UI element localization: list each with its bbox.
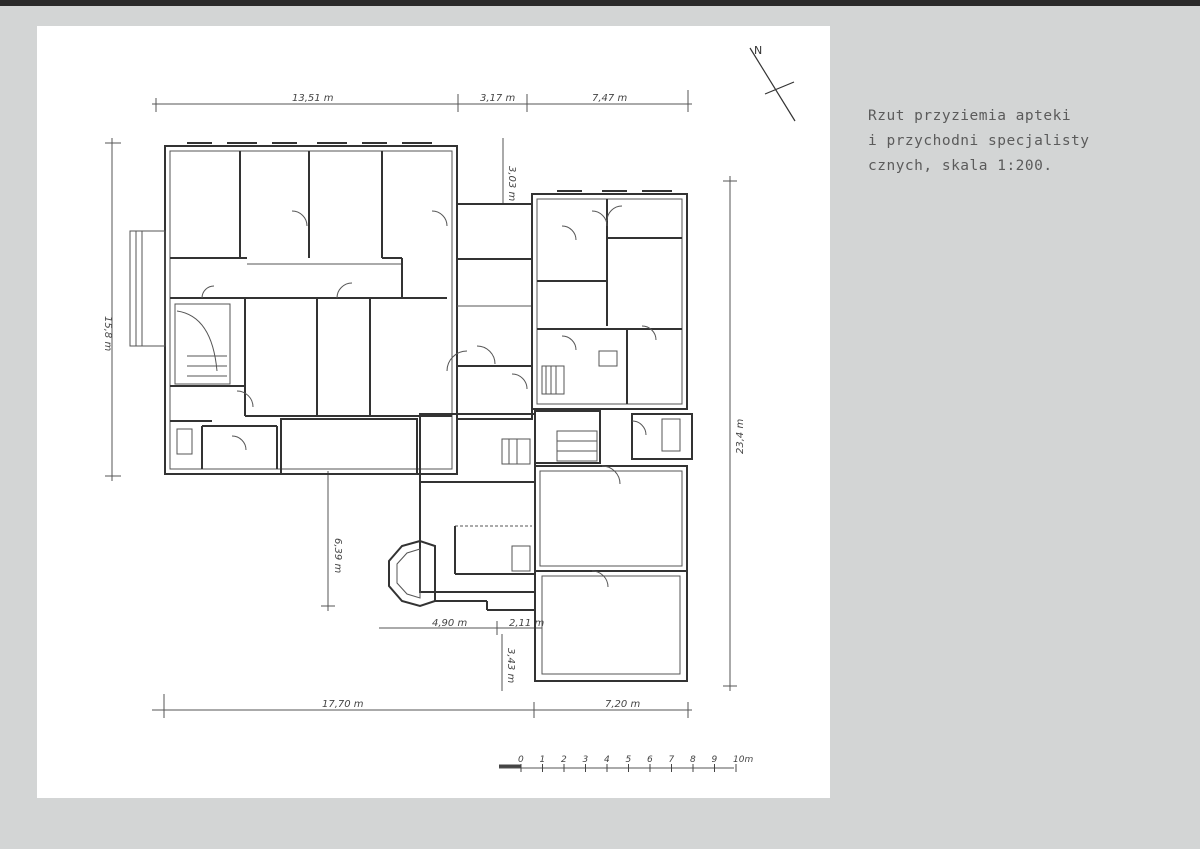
dim-720: 7,20 m bbox=[605, 699, 640, 710]
dim-left: 15,8 m bbox=[102, 316, 113, 351]
scale-tick-label: 2 bbox=[561, 755, 567, 765]
left-dimension-line: 15,8 m bbox=[102, 138, 121, 481]
scale-tick-label: 5 bbox=[626, 755, 632, 765]
dim-639: 6,39 m bbox=[332, 538, 343, 573]
scale-tick-label: 7 bbox=[669, 755, 675, 765]
dim-490-line: 4,90 m 2,11 m bbox=[379, 618, 544, 635]
floor-plan-drawing: N 13,51 m 3,17 m 7,47 m 15,8 m 23,4 m 3,… bbox=[102, 44, 796, 772]
scale-tick-label: 8 bbox=[690, 755, 696, 765]
drawing-sheet: N 13,51 m 3,17 m 7,47 m 15,8 m 23,4 m 3,… bbox=[37, 26, 830, 798]
scale-tick-label: 6 bbox=[647, 755, 653, 765]
dim-211: 2,11 m bbox=[509, 618, 544, 629]
dim-1770: 17,70 m bbox=[322, 699, 364, 710]
dim-top-c: 7,47 m bbox=[592, 93, 627, 104]
scale-bar bbox=[499, 764, 734, 769]
building-walls bbox=[129, 142, 693, 682]
scale-tick-label: 4 bbox=[604, 755, 610, 765]
dim-303: 3,03 m bbox=[506, 166, 517, 201]
top-edge-bar bbox=[0, 0, 1200, 6]
scale-tick-label: 10m bbox=[733, 755, 753, 765]
scale-tick-label: 9 bbox=[712, 755, 718, 765]
caption-line-3: cznych, skala 1:200. bbox=[868, 158, 1053, 174]
dim-343-line: 3,43 m bbox=[501, 634, 516, 691]
dim-303-line: 3,03 m bbox=[502, 138, 517, 204]
dim-639-line: 6,39 m bbox=[321, 471, 343, 611]
right-dimension-line: 23,4 m bbox=[723, 176, 746, 691]
dim-343: 3,43 m bbox=[505, 648, 516, 683]
north-arrow-icon: N bbox=[749, 44, 796, 122]
caption-line-1: Rzut przyziemia apteki bbox=[868, 108, 1072, 124]
drawing-caption: Rzut przyziemia apteki i przychodni spec… bbox=[868, 104, 1168, 179]
scale-bar-ticks: 0 1 2 3 4 5 6 7 8 9 10m bbox=[518, 755, 753, 772]
dim-top-a: 13,51 m bbox=[292, 93, 334, 104]
top-dimension-line: 13,51 m 3,17 m 7,47 m bbox=[152, 90, 692, 112]
dim-right: 23,4 m bbox=[735, 419, 746, 454]
bottom-dimension-line: 17,70 m 7,20 m bbox=[152, 694, 692, 718]
north-label: N bbox=[754, 44, 762, 57]
scale-tick-label: 1 bbox=[540, 755, 546, 765]
dim-top-b: 3,17 m bbox=[480, 93, 515, 104]
dim-490: 4,90 m bbox=[432, 618, 467, 629]
scale-tick-label: 0 bbox=[518, 755, 524, 765]
scale-tick-label: 3 bbox=[583, 755, 589, 765]
caption-line-2: i przychodni specjalisty bbox=[868, 133, 1090, 149]
